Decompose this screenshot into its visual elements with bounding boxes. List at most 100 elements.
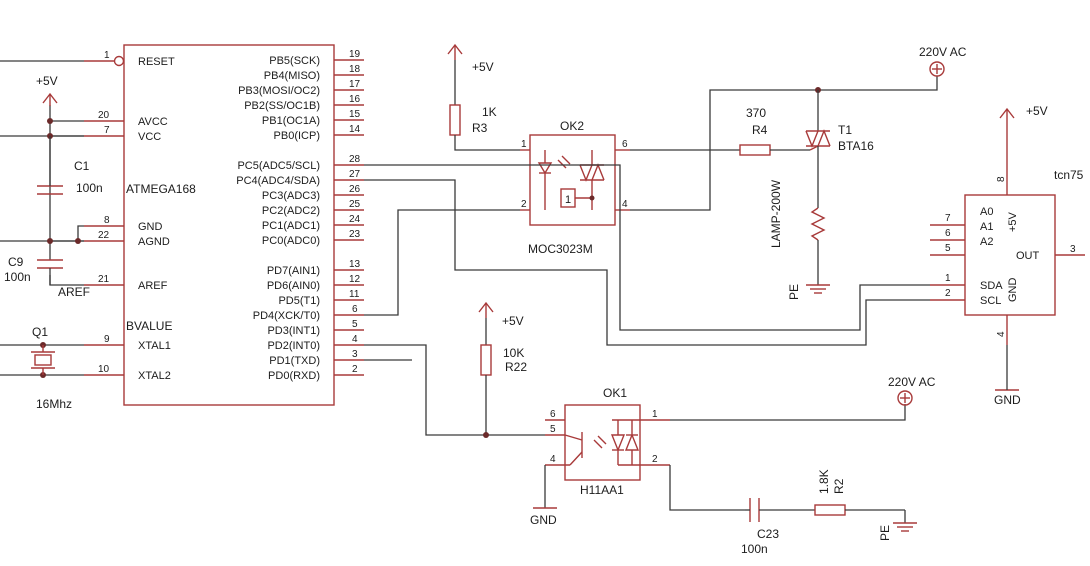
c9-value: 100n — [4, 270, 31, 284]
mcu-pin-name: XTAL2 — [138, 370, 171, 382]
mcu-pin-name: PB4(MISO) — [264, 70, 320, 82]
r2-value: 1.8K — [817, 469, 831, 494]
mcu-pin-name: PB5(SCK) — [269, 55, 320, 67]
ok1-pin-number: 1 — [652, 409, 658, 420]
ok2-zc-label: 1 — [565, 194, 571, 206]
r22-ref: R22 — [505, 360, 527, 374]
gnd-label: GND — [530, 513, 557, 527]
mcu-pin-number: 12 — [349, 274, 361, 285]
gnd-symbol: GND — [530, 465, 557, 527]
tcn75-pin-name: +5V — [1007, 211, 1019, 232]
mcu-pin-number: 28 — [349, 154, 361, 165]
wire-pd4-ok2 — [364, 209, 520, 316]
mcu-value: BVALUE — [126, 319, 172, 333]
mcu-pin-number: 20 — [98, 110, 110, 121]
tcn75-pin-name: SDA — [980, 280, 1003, 292]
r2-ref: R2 — [832, 478, 846, 494]
mcu-pin-name: AREF — [138, 280, 168, 292]
c23-value: 100n — [741, 542, 768, 556]
mcu-pin-number: 1 — [104, 50, 110, 61]
vcc-symbol: +5V — [36, 74, 58, 106]
mcu-pin-name: PD3(INT1) — [267, 325, 320, 337]
ok2-ref: OK2 — [560, 119, 584, 133]
t1-value: BTA16 — [838, 139, 874, 153]
ac-label: 220V AC — [888, 375, 936, 389]
pe-label: PE — [878, 525, 892, 541]
gnd-label: GND — [994, 393, 1021, 407]
wire-scl — [364, 164, 930, 331]
resistor-r2: 1.8K R2 — [814, 469, 905, 516]
sensor-tcn75: tcn75 A0 A1 A2 SDA SCL OUT +5V GND 7 6 5… — [930, 165, 1085, 345]
mcu-pin-number: 4 — [352, 334, 358, 345]
q1-value: 16Mhz — [36, 397, 72, 411]
mcu-pin-number: 14 — [349, 124, 361, 135]
capacitor-c23: C23 100n — [741, 498, 815, 556]
mcu-pin-number: 17 — [349, 79, 361, 90]
mcu-pin-number: 2 — [352, 364, 358, 375]
triac-t1: T1 BTA16 — [805, 90, 874, 208]
ok2-pin-number: 4 — [622, 199, 628, 210]
r3-value: 1K — [482, 105, 497, 119]
mcu-pin-name: PD7(AIN1) — [267, 265, 320, 277]
vcc-symbol: +5V — [447, 43, 494, 74]
ok1-pin-number: 5 — [550, 424, 556, 435]
c1-ref: C1 — [74, 159, 90, 173]
wire-sda — [364, 179, 930, 346]
mcu-pin-name: PD5(T1) — [278, 295, 320, 307]
pe-label: PE — [787, 284, 801, 300]
mcu-pin-name: AGND — [138, 236, 170, 248]
mcu-pin-number: 11 — [349, 289, 360, 300]
mcu-pin-number: 15 — [349, 109, 361, 120]
mcu-pin-number: 13 — [349, 259, 361, 270]
capacitor-c9: C9 100n AREF — [4, 255, 90, 299]
tcn75-pin-number: 7 — [945, 213, 951, 224]
c1-value: 100n — [76, 181, 103, 195]
resistor-r4: 370 R4 — [630, 106, 810, 156]
mcu-pin-name: PC5(ADC5/SCL) — [237, 160, 320, 172]
ok1-pin-number: 4 — [550, 454, 556, 465]
mcu-pin-name: PC0(ADC0) — [262, 235, 320, 247]
vcc-label: +5V — [36, 74, 58, 88]
mcu-pin-number: 25 — [349, 199, 361, 210]
wire-ok1-ac — [670, 404, 906, 421]
pe-ground-symbol: PE — [787, 284, 830, 300]
mcu-pin-name: PD6(AIN0) — [267, 280, 320, 292]
mcu-pin-name: PC2(ADC2) — [262, 205, 320, 217]
crystal-q1: Q1 16Mhz — [31, 325, 72, 411]
optotriac-ok2: 1 OK2 MOC3023M 1 2 6 4 — [520, 119, 630, 256]
vcc-label: +5V — [1026, 104, 1048, 118]
t1-ref: T1 — [838, 123, 852, 137]
mcu-pin-number: 7 — [104, 125, 110, 136]
capacitor-c1: C1 100n — [37, 136, 103, 195]
mcu-pin-name: PC4(ADC4/SDA) — [236, 175, 320, 187]
mcu-pin-number: 24 — [349, 214, 361, 225]
mcu-pin-number: 26 — [349, 184, 361, 195]
mcu-pin-number: 10 — [98, 364, 110, 375]
mcu-pin-name: PD4(XCK/T0) — [253, 310, 320, 322]
gnd-symbol: GND — [994, 345, 1021, 407]
lamp-label: LAMP-200W — [769, 179, 783, 248]
mcu-pin-name: PD2(INT0) — [267, 340, 320, 352]
wire-ok1-c23 — [669, 465, 745, 511]
tcn75-pin-number: 4 — [996, 331, 1007, 337]
mcu-pin-number: 6 — [352, 304, 358, 315]
resistor-r22: 10K R22 — [480, 318, 527, 435]
mcu-pin-name: PB3(MOSI/OC2) — [238, 85, 320, 97]
tcn75-pin-number: 1 — [945, 273, 951, 284]
ac-supply-symbol: 220V AC — [888, 375, 936, 406]
tcn75-pin-name: SCL — [980, 295, 1001, 307]
aref-net-label: AREF — [58, 285, 90, 299]
ac-supply-symbol: 220V AC — [919, 45, 967, 77]
r4-value: 370 — [746, 106, 766, 120]
mcu-pin-name: AVCC — [138, 116, 168, 128]
mcu-pin-name: PB1(OC1A) — [262, 115, 320, 127]
mcu-name: ATMEGA168 — [126, 182, 196, 196]
tcn75-pin-name: OUT — [1016, 250, 1040, 262]
tcn75-pin-name: GND — [1007, 278, 1019, 303]
mcu-pin-name: PB0(ICP) — [274, 130, 320, 142]
pe-ground-symbol: PE — [878, 510, 917, 541]
mcu-pin-name: PD0(RXD) — [268, 370, 320, 382]
q1-ref: Q1 — [32, 325, 48, 339]
mcu-atmega168: ATMEGA168 BVALUE RESET AVCC VCC GND AGND… — [84, 44, 364, 406]
